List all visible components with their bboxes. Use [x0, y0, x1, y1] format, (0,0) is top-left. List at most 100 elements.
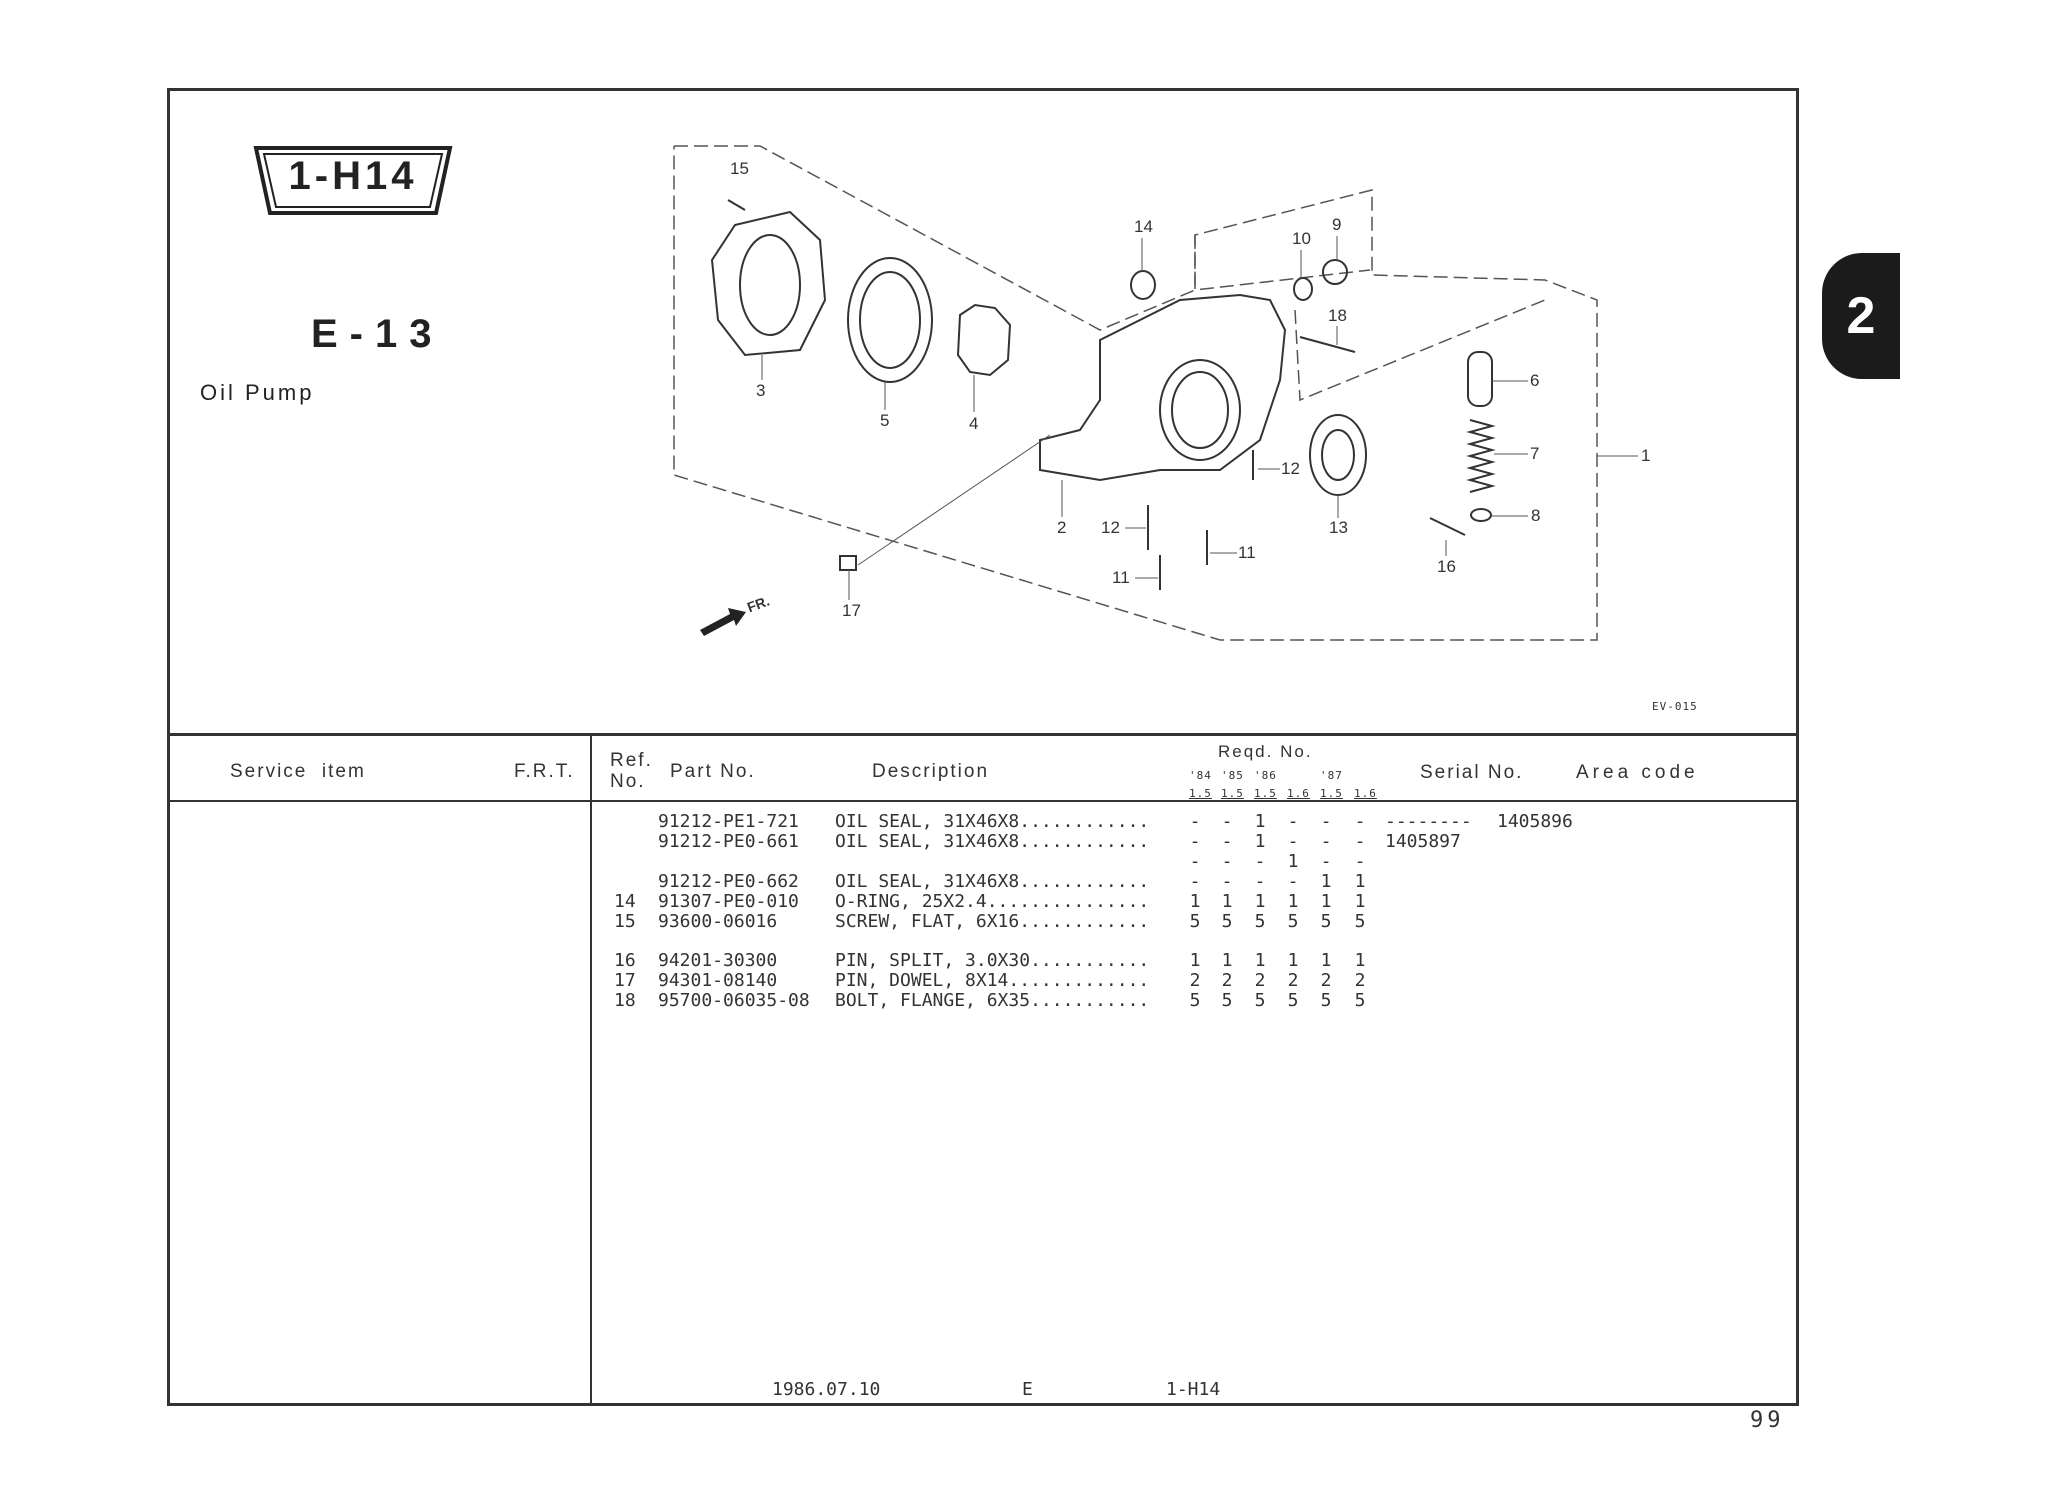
qty-cell: -: [1287, 811, 1299, 832]
callout-12b: 12: [1101, 518, 1120, 537]
split-pin: [1429, 517, 1466, 536]
callout-4: 4: [969, 414, 979, 433]
description: OIL SEAL, 31X46X8............: [835, 831, 1150, 852]
header-service-item: Service item: [230, 761, 366, 782]
page-frame: [167, 88, 1799, 1406]
callout-7: 7: [1530, 444, 1540, 463]
header-reqd-no: Reqd. No.: [1218, 742, 1313, 761]
header-size: 1.6: [1287, 787, 1310, 800]
ref-no: 14: [614, 891, 636, 912]
qty-cell: 5: [1189, 911, 1201, 932]
chapter-tab[interactable]: 2: [1822, 253, 1900, 379]
divider-diagram-table: [167, 733, 1796, 736]
callout-15: 15: [730, 159, 749, 178]
drawing-code: EV-015: [1652, 700, 1698, 713]
qty-cell: -: [1254, 851, 1266, 872]
part-number: 91212-PE0-661: [658, 831, 799, 852]
qty-cell: 1: [1320, 891, 1332, 912]
qty-cell: 5: [1287, 911, 1299, 932]
qty-cell: 5: [1354, 911, 1366, 932]
page-number: 99: [1750, 1408, 1785, 1433]
description: SCREW, FLAT, 6X16............: [835, 911, 1150, 932]
header-area-code: Area code: [1576, 762, 1699, 783]
footer-date: 1986.07.10: [772, 1379, 881, 1400]
serial-from: --------: [1385, 811, 1472, 832]
outer-rotor: [847, 257, 933, 383]
pump-body-bore: [1159, 359, 1241, 461]
header-description: Description: [872, 761, 990, 782]
qty-cell: 1: [1254, 891, 1266, 912]
qty-cell: 1: [1221, 950, 1233, 971]
front-arrow-icon: [700, 608, 746, 636]
flange-bolt: [1299, 336, 1356, 353]
qty-cell: -: [1354, 851, 1366, 872]
qty-cell: 1: [1287, 891, 1299, 912]
qty-cell: 2: [1221, 970, 1233, 991]
dowel-pin: [839, 555, 857, 571]
serial-to: 1405896: [1497, 811, 1573, 832]
oil-seal-inner: [1321, 429, 1355, 481]
header-year: '87: [1320, 769, 1343, 782]
part-number: 95700-06035-08: [658, 990, 810, 1011]
part-number: 91307-PE0-010: [658, 891, 799, 912]
qty-cell: -: [1287, 871, 1299, 892]
qty-cell: 1: [1254, 950, 1266, 971]
valve-outline: [1194, 235, 1371, 291]
pump-body: [1039, 293, 1287, 482]
part-number: 91212-PE0-662: [658, 871, 799, 892]
section-title: Oil Pump: [200, 380, 315, 405]
qty-cell: -: [1320, 831, 1332, 852]
header-size: 1.5: [1189, 787, 1212, 800]
inner-rotor: [956, 303, 1012, 377]
qty-cell: 5: [1221, 911, 1233, 932]
header-size: 1.5: [1320, 787, 1343, 800]
callout-17: 17: [842, 601, 861, 620]
qty-cell: 5: [1320, 990, 1332, 1011]
qty-cell: 1: [1287, 851, 1299, 872]
description: BOLT, FLANGE, 6X35...........: [835, 990, 1150, 1011]
qty-cell: 5: [1254, 990, 1266, 1011]
outer-rotor-inner: [859, 271, 921, 369]
part-number: 91212-PE1-721: [658, 811, 799, 832]
part-number: 94201-30300: [658, 950, 778, 971]
qty-cell: -: [1221, 871, 1233, 892]
divider-service-column: [590, 735, 592, 1403]
qty-cell: 2: [1287, 970, 1299, 991]
header-year: '86: [1254, 769, 1277, 782]
header-year: '85: [1221, 769, 1244, 782]
qty-cell: 5: [1221, 990, 1233, 1011]
description: O-RING, 25X2.4...............: [835, 891, 1150, 912]
spring-seat: [1470, 508, 1492, 522]
qty-cell: 2: [1320, 970, 1332, 991]
qty-cell: 1: [1189, 950, 1201, 971]
qty-cell: -: [1221, 851, 1233, 872]
ref-no: 18: [614, 990, 636, 1011]
page-badge: 1-H14: [252, 144, 454, 217]
qty-cell: -: [1221, 811, 1233, 832]
qty-cell: 5: [1320, 911, 1332, 932]
serial-from: 1405897: [1385, 831, 1461, 852]
header-size: 1.5: [1254, 787, 1277, 800]
badge-outline-icon: [253, 146, 453, 215]
washer: [1293, 277, 1313, 301]
callout-14: 14: [1134, 217, 1153, 236]
qty-cell: 1: [1189, 891, 1201, 912]
qty-cell: 2: [1189, 970, 1201, 991]
oil-seal: [1309, 414, 1367, 496]
qty-cell: -: [1320, 851, 1332, 872]
callout-9: 9: [1332, 215, 1342, 234]
callout-11b: 11: [1112, 568, 1130, 587]
qty-cell: 1: [1320, 871, 1332, 892]
callout-11a: 11: [1238, 543, 1256, 562]
qty-cell: 1: [1320, 950, 1332, 971]
assembly-outline: [673, 145, 1598, 641]
qty-cell: 1: [1354, 891, 1366, 912]
qty-cell: 1: [1254, 831, 1266, 852]
qty-cell: 2: [1254, 970, 1266, 991]
callout-18: 18: [1328, 306, 1347, 325]
header-serial-no: Serial No.: [1420, 762, 1524, 783]
callout-12a: 12: [1281, 459, 1300, 478]
qty-cell: -: [1254, 871, 1266, 892]
qty-cell: -: [1320, 811, 1332, 832]
callout-5: 5: [880, 411, 890, 430]
